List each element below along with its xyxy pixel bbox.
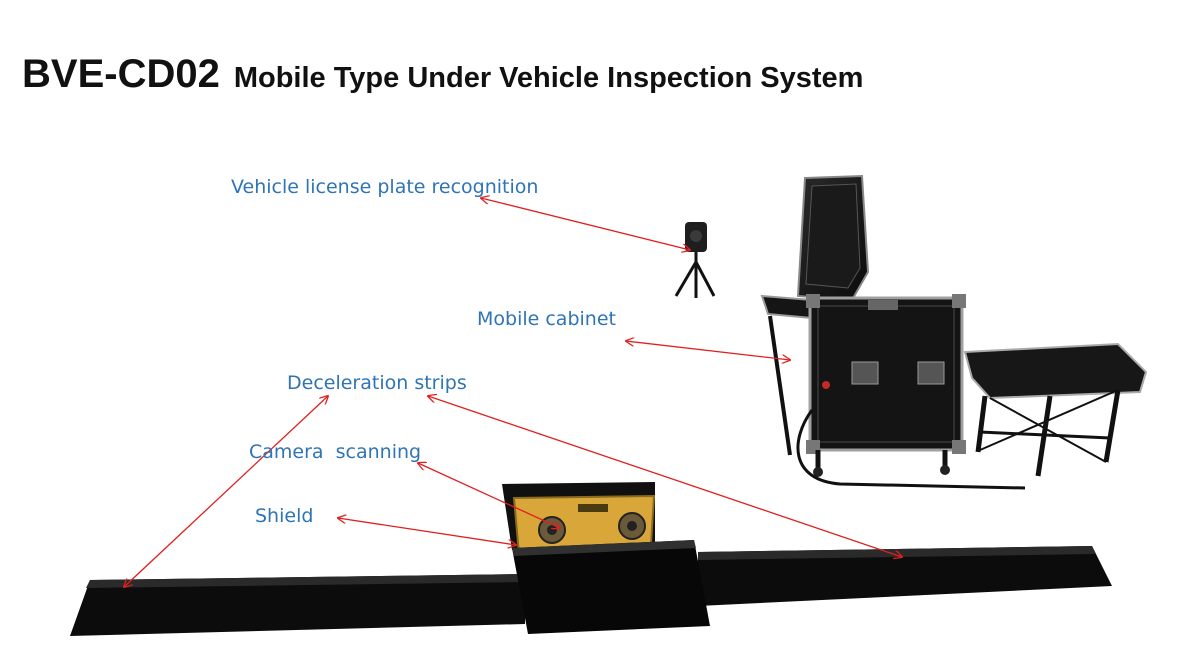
deceleration-strips — [70, 546, 1112, 636]
label-mobile-cabinet: Mobile cabinet — [477, 308, 616, 330]
system-name: Mobile Type Under Vehicle Inspection Sys… — [233, 62, 864, 94]
page-title: BVE-CD02 Mobile Type Under Vehicle Inspec… — [22, 52, 863, 97]
label-camera-scanning: Camera scanning — [249, 441, 422, 463]
callout-arrows — [124, 198, 902, 587]
mobile-cabinet — [760, 174, 1148, 490]
arrow-plate — [481, 198, 690, 250]
label-shield: Shield — [255, 505, 314, 527]
arrow-camera — [418, 463, 560, 528]
label-deceleration-strips: Deceleration strips — [287, 372, 467, 394]
model-number: BVE-CD02 — [22, 52, 220, 96]
arrow-strips-right — [428, 396, 902, 557]
label-license-plate-recognition: Vehicle license plate recognition — [231, 176, 539, 198]
arrow-strips-left — [124, 396, 328, 587]
arrow-cabinet — [626, 341, 790, 360]
camera-scanning-unit — [502, 482, 710, 634]
arrow-shield — [338, 518, 516, 545]
license-plate-camera — [674, 222, 716, 298]
